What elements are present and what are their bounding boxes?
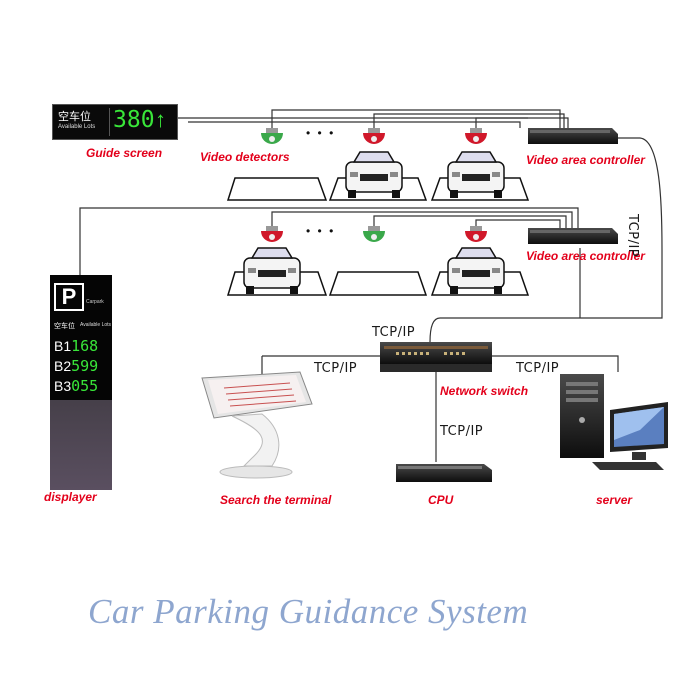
detectors-bottom-ellipsis: • • • (306, 224, 336, 238)
detector-top-3-icon (465, 128, 487, 144)
displayer-en-text: Available Lots (80, 322, 112, 328)
car-top-3 (447, 151, 505, 198)
car-bottom-1 (243, 247, 301, 294)
detectors-top-ellipsis: • • • (306, 126, 336, 140)
guide-screen: 空车位 Available Lots 380 ↑ (52, 104, 178, 140)
displayer-count: 055 (71, 377, 99, 395)
car-top-2 (345, 151, 403, 198)
displayer-row: B1168 (54, 337, 98, 356)
detector-top-2-icon (363, 128, 385, 144)
displayer-label: displayer (44, 490, 97, 504)
detector-bottom-1-icon (261, 226, 283, 242)
video-area-controller-bottom-icon (528, 228, 618, 244)
tcp-ip-label-left: TCP/IP (314, 361, 358, 376)
guide-screen-divider (109, 108, 110, 136)
displayer-count: 168 (71, 337, 99, 355)
tcp-ip-label-top: TCP/IP (372, 325, 416, 340)
guide-screen-en-text: Available Lots (58, 124, 96, 130)
displayer-screen: P Carpark 空车位 Available Lots B1168 B2599… (50, 275, 112, 400)
guide-screen-label: Guide screen (86, 146, 163, 160)
displayer-count: 599 (71, 357, 99, 375)
car-bottom-3 (447, 247, 505, 294)
network-wiring (261, 137, 663, 462)
bottom-wiring (79, 207, 579, 275)
up-arrow-icon: ↑ (155, 107, 166, 132)
video-area-controller-top-icon (528, 128, 618, 144)
displayer-level: B3 (54, 378, 72, 394)
detector-top-1-icon (261, 128, 283, 144)
displayer-level: B2 (54, 358, 72, 374)
displayer-sub-text: Carpark (86, 299, 104, 305)
page-title: Car Parking Guidance System (88, 592, 529, 631)
displayer-row: B2599 (54, 357, 98, 376)
displayer-cn-text: 空车位 (54, 323, 75, 330)
video-detectors-label: Video detectors (200, 150, 290, 164)
network-switch-label: Network switch (440, 384, 529, 398)
detector-bottom-2-icon (363, 226, 385, 242)
guide-screen-cn-text: 空车位 (58, 111, 91, 123)
top-wiring (176, 109, 569, 130)
video-area-controller-bottom-label: Video area controller (526, 249, 645, 263)
tcp-ip-label-cpu: TCP/IP (440, 424, 484, 439)
cpu-label: CPU (428, 493, 454, 507)
detector-bottom-3-icon (465, 226, 487, 242)
guide-screen-count: 380 (113, 107, 155, 133)
tcp-ip-label-right-vertical: TCP/IP (625, 214, 640, 258)
parking-p-sign: P (54, 283, 84, 311)
cpu-icon (396, 464, 492, 482)
server-icon (560, 374, 668, 470)
server-label: server (596, 493, 633, 507)
network-switch-icon (380, 342, 492, 372)
displayer-row: B3055 (54, 377, 98, 396)
displayer-level: B1 (54, 338, 72, 354)
tcp-ip-label-right: TCP/IP (516, 361, 560, 376)
video-area-controller-top-label: Video area controller (526, 153, 645, 167)
search-terminal-label: Search the terminal (220, 493, 332, 507)
search-terminal-icon (201, 371, 313, 479)
